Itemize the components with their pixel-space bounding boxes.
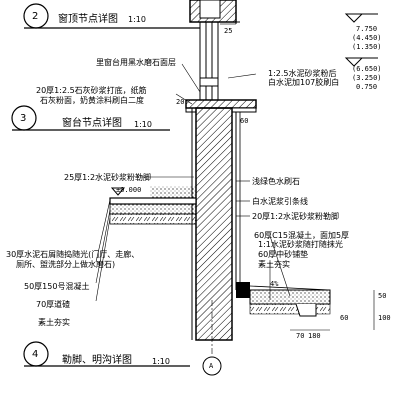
dim-25: 25 (224, 27, 233, 35)
dim-50: 50 (378, 292, 387, 300)
dim-60: 60 (240, 117, 249, 125)
dim-100: 100 (378, 314, 391, 322)
detail-3-title: 窗台节点详图 (62, 118, 122, 129)
detail-2-title: 窗顶节点详图 (58, 14, 118, 25)
detail-4-symbol (23, 341, 190, 367)
note-plaster-left-2: 石灰粉面，奶黄涂料刷白二度 (40, 96, 144, 105)
detail-2-symbol (23, 3, 200, 29)
main-wall (191, 107, 241, 341)
note-plaster-right-1: 1:2.5水泥砂浆粉后 (268, 69, 337, 78)
note-ditch-4: 素土夯实 (258, 260, 290, 269)
grid-label-a: A (209, 362, 214, 370)
elevation-marker-ground (110, 187, 126, 196)
note-cement-line: 白水泥浆引条线 (252, 197, 308, 206)
elevation-ground: ±0.000 (116, 186, 142, 194)
detail-3-symbol (11, 105, 170, 131)
detail-2-number: 2 (32, 11, 39, 22)
elevation-marker-mid (344, 57, 378, 67)
grid-axis-a (202, 300, 222, 376)
note-floor-2: 厕所、盥洗部分上做水磨石) (16, 260, 116, 269)
elevation-mid-1: (6.650) (352, 65, 382, 73)
elevation-top-3: (1.350) (352, 43, 382, 51)
window-frame (199, 22, 219, 100)
note-ditch-1: 60厚C15混凝土，面加5厚 (254, 231, 350, 240)
detail-3-scale: 1:10 (134, 120, 152, 129)
drainage-ditch (236, 282, 331, 317)
leader-lines (95, 63, 291, 302)
upper-wall (189, 0, 240, 24)
note-paint: 浅绿色水刷石 (252, 177, 300, 186)
dim-180: 180 (308, 332, 321, 340)
slope-label: 4% (270, 280, 279, 288)
note-sill-top: 里窗台用黑水磨石面层 (96, 58, 176, 67)
elevation-top-1: 7.750 (356, 25, 378, 33)
note-skirting: 25厚1:2水泥砂浆粉勒脚 (64, 173, 152, 182)
elevation-top-2: (4.450) (352, 34, 382, 42)
dim-70: 70 (296, 332, 305, 340)
detail-3-number: 3 (20, 113, 27, 124)
dimension-lines (220, 23, 375, 331)
note-floor-5: 素土夯实 (38, 318, 70, 327)
note-plaster-right-2: 白水泥加107胶刷白 (268, 78, 340, 87)
detail-4-scale: 1:10 (152, 357, 170, 366)
detail-4-title: 勒脚、明沟详图 (62, 355, 132, 366)
note-ditch-3: 60厚中砂铺垫 (258, 250, 309, 259)
note-plinth: 20厚1:2水泥砂浆粉勒脚 (252, 212, 340, 221)
note-ditch-2: 1:1水泥砂浆随打随抹光 (258, 240, 343, 249)
detail-4-number: 4 (32, 349, 39, 360)
note-floor-4: 70厚道碴 (36, 300, 71, 309)
elevation-mid-2: (3.250) (352, 74, 382, 82)
note-floor-1: 30厚水泥石屑随捣随光(门厅、走廊、 (6, 250, 140, 259)
note-plaster-left-1: 20厚1:2.5石灰砂浆打底，纸筋 (36, 86, 147, 95)
note-floor-3: 50厚150号混凝土 (24, 282, 90, 291)
dim-60b: 60 (340, 314, 349, 322)
detail-2-scale: 1:10 (128, 15, 146, 24)
elevation-mid-3: 0.750 (356, 83, 378, 91)
dim-20: 20 (176, 98, 185, 106)
elevation-marker-top (344, 13, 378, 23)
